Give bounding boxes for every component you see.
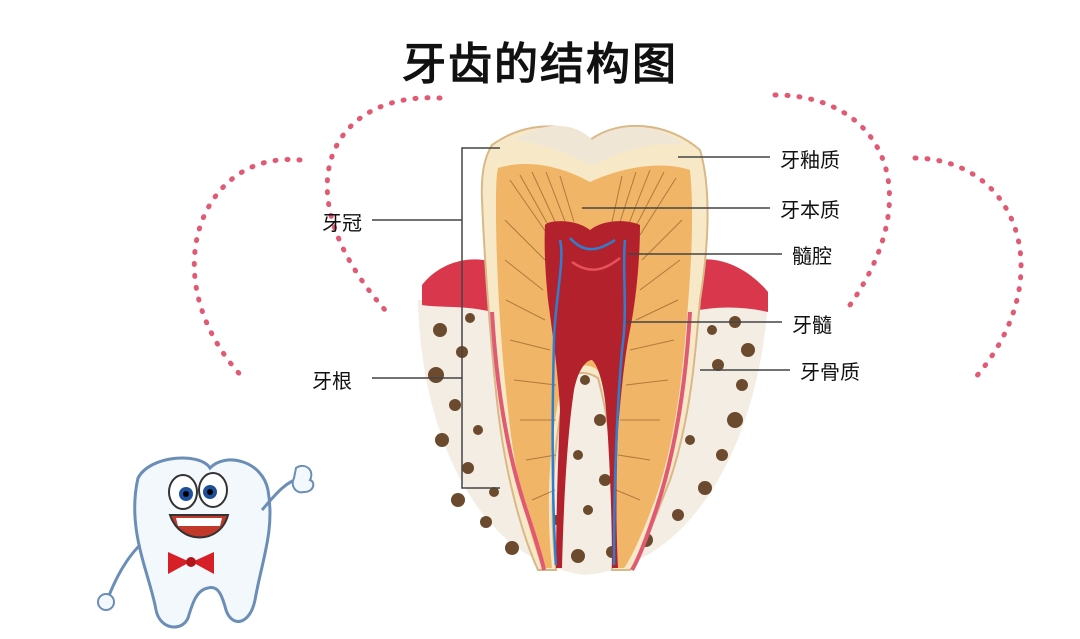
diagram-title: 牙齿的结构图 [402,39,678,90]
label-pulp: 牙髓 [792,313,832,337]
label-cementum: 牙骨质 [800,360,860,384]
decorative-dotted-arcs [191,92,1024,383]
leader-lines [582,156,790,371]
gum-tissue [422,259,768,312]
label-pulp-cavity: 髓腔 [792,244,832,268]
label-enamel: 牙釉质 [780,148,840,172]
tooth-cross-section [480,124,709,572]
label-crown: 牙冠 [322,211,362,235]
crown-root-brackets [372,147,500,489]
label-dentin: 牙本质 [780,198,840,222]
label-root: 牙根 [312,369,352,393]
smiling-tooth-mascot-icon [97,456,315,629]
